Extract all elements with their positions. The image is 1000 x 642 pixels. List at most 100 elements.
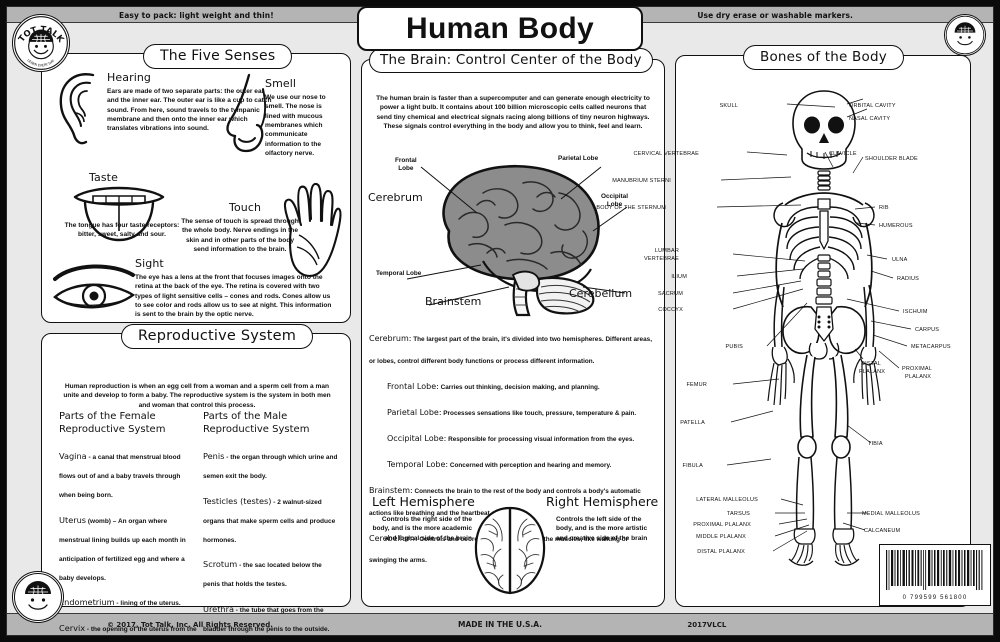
brain-definition-term: Frontal Lobe: <box>387 381 439 391</box>
bone-label: CERVICAL VERTEBRAE <box>633 151 699 157</box>
term-definition: - the sac located below the penis that h… <box>203 562 322 588</box>
term-definition: - the opening of the uterus from the vag… <box>86 625 197 633</box>
brain-definition-row: Brainstem: Connects the brain to the res… <box>369 477 657 520</box>
bone-label: LUMBAR <box>654 248 679 254</box>
male-parts-list: Penis - the organ through which urine an… <box>203 444 339 642</box>
term-entry: Endometrium - lining of the uterus. <box>59 590 197 609</box>
term-name: Cervix <box>59 622 86 633</box>
panel-title-reproductive: Reproductive System <box>121 324 314 349</box>
bone-label: ORBITAL CAVITY <box>849 103 896 109</box>
bone-label: RIB <box>879 205 889 211</box>
term-entry: Scrotum - the sac located below the peni… <box>203 552 339 590</box>
brain-definition-text: Connects the brain to the rest of the bo… <box>369 488 641 517</box>
brain-label-parietal-lobe: Parietal Lobe <box>558 155 599 162</box>
left-hemisphere-heading: Left Hemisphere <box>372 494 475 509</box>
bone-label: SKULL <box>719 103 738 109</box>
bone-label: COCCYX <box>658 307 683 313</box>
brain-definition-text: Concerned with perception and hearing an… <box>448 461 612 469</box>
bone-label: MIDDLE PLALANX <box>696 534 746 540</box>
term-definition: - the tube that goes from the bladder th… <box>203 606 330 633</box>
eye-icon <box>51 263 137 317</box>
brain-definition-row: Temporal Lobe: Concerned with perception… <box>387 451 657 473</box>
brain-definition-term: Cerebrum: <box>369 334 412 343</box>
sense-text-hearing: Ears are made of two separate parts: the… <box>107 88 272 133</box>
brain-label-temporal-lobe: Temporal Lobe <box>376 270 422 277</box>
bone-label: TIBIA <box>868 441 883 447</box>
sense-text-smell: We use our nose to smell. The nose is li… <box>265 94 326 158</box>
barcode: 0 799599 561800 <box>879 544 991 606</box>
logo-tot-talk-bottom-left <box>12 571 64 623</box>
bone-label: MEDIAL MALLEOLUS <box>862 511 921 517</box>
brain-label-cerebellum: Cerebellum <box>569 287 633 300</box>
sku-text: 2017VLCL <box>687 621 727 629</box>
panel-title-five-senses: The Five Senses <box>143 44 293 69</box>
bone-label: SACRUM <box>657 291 683 297</box>
brain-definition-row: Cerebrum: The largest part of the brain,… <box>369 325 657 368</box>
term-name: Testicles (testes) <box>203 495 272 506</box>
sense-heading-hearing: Hearing <box>107 71 152 84</box>
brain-definition-row: Parietal Lobe: Processes sensations like… <box>387 399 657 421</box>
page-title: Human Body <box>405 11 594 45</box>
bone-label: ULNA <box>892 257 908 263</box>
term-name: Penis <box>203 451 225 461</box>
bone-label: SHOULDER BLADE <box>865 156 918 162</box>
term-name: Urethra <box>203 603 234 614</box>
term-definition: (womb) – An organ where menstrual lining… <box>59 517 186 582</box>
nose-icon <box>219 71 271 163</box>
brain-definition-term: Parietal Lobe: <box>387 407 442 417</box>
bone-label: METACARPUS <box>911 344 951 350</box>
term-definition: - 2 walnut-sized organs that make sperm … <box>203 498 336 544</box>
term-entry: Penis - the organ through which urine an… <box>203 444 339 482</box>
barcode-number: 0 799599 561800 <box>902 595 968 601</box>
bone-label: DISTAL <box>861 361 882 367</box>
term-entry: Uterus (womb) – An organ where menstrual… <box>59 508 197 584</box>
logo-tot-talk-top-left: TOT TALK LEARN EVERY DAY <box>12 14 70 72</box>
panel-title-bones: Bones of the Body <box>743 45 904 70</box>
term-name: Vagina <box>59 451 87 461</box>
right-hemisphere-heading: Right Hemisphere <box>546 494 659 509</box>
bone-label: HUMEROUS <box>879 223 913 229</box>
bone-label: TARSUS <box>726 511 750 517</box>
sense-text-taste: The tongue has four taste receptors: bit… <box>64 222 180 239</box>
panel-title-brain: The Brain: Control Center of the Body <box>369 48 653 73</box>
brain-definition-text: Carries out thinking, decision making, a… <box>438 383 600 391</box>
placemat-surface: Easy to pack: light weight and thin! Use… <box>6 6 994 636</box>
brain-diagram <box>387 157 637 317</box>
term-entry: Vagina - a canal that menstrual blood fl… <box>59 444 197 501</box>
tip-left-text: Easy to pack: light weight and thin! <box>119 10 274 20</box>
brain-label-brainstem: Brainstem <box>425 295 482 308</box>
bone-label: CARPUS <box>915 327 940 333</box>
bone-label: DISTAL PLALANX <box>697 549 745 555</box>
brain-definition-term: Temporal Lobe: <box>387 459 449 469</box>
brain-top-view-diagram <box>469 505 551 601</box>
tip-right-text: Use dry erase or washable markers. <box>697 10 853 20</box>
bone-label: FEMUR <box>686 382 707 388</box>
term-name: Scrotum <box>203 559 238 569</box>
bone-label: CALCANEUM <box>864 528 901 534</box>
brain-definition-row: Occipital Lobe: Responsible for processi… <box>387 425 657 447</box>
bone-label: MANUBRIUM STERNI <box>612 178 671 184</box>
bone-label: PUBIS <box>725 344 743 350</box>
bone-label: PROXIMAL <box>902 366 933 372</box>
bone-label: BODY OF THE STERNUM <box>596 205 666 211</box>
ear-icon <box>53 69 109 147</box>
brain-definition-term: Occipital Lobe: <box>387 433 447 443</box>
term-definition: - lining of the uterus. <box>114 600 181 607</box>
female-parts-list: Vagina - a canal that menstrual blood fl… <box>59 444 197 642</box>
brain-definition-row: Frontal Lobe: Carries out thinking, deci… <box>387 373 657 395</box>
term-definition: - a canal that menstrual blood flows out… <box>59 454 181 499</box>
panel-reproductive-system <box>41 333 351 607</box>
skeleton-diagram <box>749 85 899 577</box>
main-title-plate: Human Body <box>357 6 643 51</box>
tongue-icon <box>69 183 169 243</box>
bone-label: PROXIMAL PLALANX <box>693 522 751 528</box>
bone-label: RADIUS <box>897 276 919 282</box>
sense-heading-smell: Smell <box>265 77 297 90</box>
term-entry: Cervix - the opening of the uterus from … <box>59 616 197 642</box>
copyright-text: © 2017, Tot Talk, Inc. All Rights Reserv… <box>107 621 273 629</box>
